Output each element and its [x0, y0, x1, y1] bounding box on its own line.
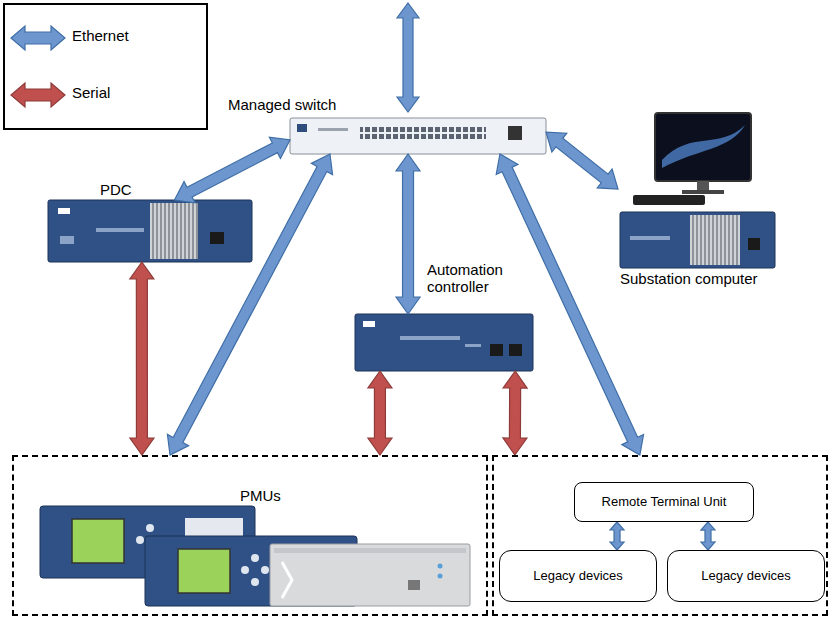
- monitor-wallpaper: [662, 125, 745, 168]
- pdc-badge: [58, 208, 70, 214]
- computer-heatsink: [690, 215, 740, 265]
- computer-port: [748, 238, 760, 250]
- device-label: Automation controller: [427, 261, 527, 296]
- recorder-logo: [282, 562, 292, 598]
- pdc-device: [48, 200, 252, 262]
- ethernet-arrow-sample: [11, 26, 65, 50]
- switch-uplink-port: [508, 126, 522, 140]
- legacy-device-box: Legacy devices: [499, 550, 657, 602]
- controller-leds: [400, 336, 460, 340]
- switch-device: [290, 118, 546, 154]
- switch-badge: [297, 124, 307, 132]
- ethernet-arrow: [396, 154, 420, 314]
- pdc-switches: [60, 236, 74, 244]
- pmu-recorder: [270, 544, 470, 606]
- ethernet-arrow: [610, 522, 624, 550]
- box-label: Legacy devices: [701, 569, 791, 584]
- computer-body: [620, 212, 775, 268]
- serial-arrow-sample: [11, 83, 65, 107]
- recorder-led: [438, 564, 443, 569]
- automation-controller: Automation controller: [355, 314, 533, 371]
- switch-leds: [318, 128, 348, 131]
- recorder-stripe: [274, 548, 466, 553]
- box-label: Remote Terminal Unit: [602, 495, 727, 510]
- controller-port: [490, 344, 503, 356]
- ethernet-arrow: [546, 132, 618, 189]
- uplink-arrow: [397, 3, 419, 112]
- recorder-led: [438, 574, 443, 579]
- serial-arrow: [503, 371, 527, 455]
- ethernet-arrow: [496, 154, 643, 455]
- controller-leds: [465, 344, 481, 347]
- rtu-box: Remote Terminal Unit: [574, 482, 754, 522]
- serial-arrow: [368, 371, 392, 455]
- device-label: PMUs: [240, 487, 281, 504]
- ethernet-arrow: [167, 154, 332, 455]
- keyboard: [633, 195, 705, 205]
- legend-label: Serial: [72, 84, 110, 101]
- relay-button: [251, 554, 259, 562]
- pdc-port: [210, 232, 224, 244]
- controller-port: [509, 344, 522, 356]
- legend-box: EthernetSerial: [3, 3, 208, 130]
- substation-computer: Substation computer: [618, 110, 778, 268]
- computer-leds: [630, 236, 670, 240]
- legend-label: Ethernet: [72, 27, 129, 44]
- relay-button: [251, 578, 259, 586]
- box-label: Legacy devices: [533, 569, 623, 584]
- relay-lcd: [72, 519, 124, 563]
- device-group: Remote Terminal UnitLegacy devices Legacy…: [492, 455, 828, 616]
- switch-ports: [360, 127, 486, 141]
- relay-button: [261, 566, 269, 574]
- controller-body: [355, 314, 533, 371]
- legacy-device-box: Legacy devices: [667, 550, 825, 602]
- recorder-body: [270, 544, 470, 606]
- device-label: Substation computer: [620, 270, 758, 287]
- device-label: Managed switch: [228, 96, 336, 113]
- controller-badge: [363, 321, 375, 327]
- monitor-base: [682, 190, 724, 194]
- relay-button: [146, 524, 154, 532]
- managed-switch: Managed switch: [290, 118, 546, 154]
- computer-illustration: [620, 113, 775, 268]
- relay-button: [136, 536, 144, 544]
- controller-device: [355, 314, 533, 371]
- recorder-port: [408, 580, 420, 590]
- legend-samples: [5, 5, 206, 128]
- switch-body: [290, 118, 546, 154]
- device-label: PDC: [100, 181, 132, 198]
- pmu-group: PMUs: [12, 455, 488, 616]
- pdc-body: [48, 200, 252, 262]
- relay-lcd: [178, 549, 230, 593]
- monitor-stand: [697, 181, 709, 191]
- pdc-device: PDC: [48, 200, 252, 262]
- relay-button: [241, 566, 249, 574]
- serial-arrow: [130, 262, 154, 455]
- pdc-leds: [96, 228, 144, 232]
- ethernet-arrow: [701, 522, 715, 550]
- monitor-screen: [655, 113, 751, 181]
- pdc-heatsink: [150, 203, 198, 259]
- ethernet-arrow: [174, 137, 290, 203]
